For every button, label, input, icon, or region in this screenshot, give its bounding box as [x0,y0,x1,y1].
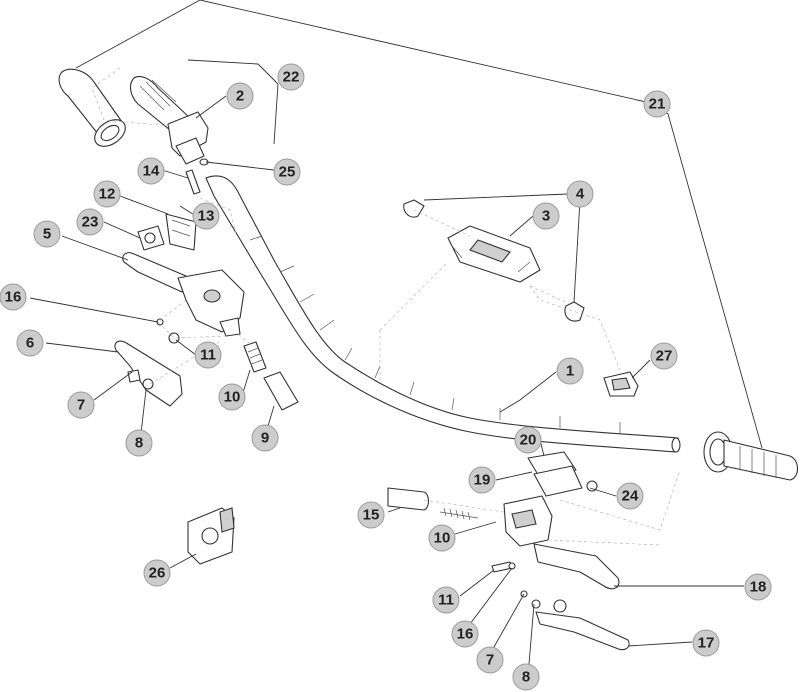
callout-27: 27 [650,342,678,370]
callout-10: 10 [218,383,246,411]
callout-16-right: 16 [451,620,479,648]
callout-17: 17 [692,629,720,657]
callout-label: 7 [77,397,85,414]
callout-label: 15 [363,507,380,524]
callout-label: 19 [474,472,491,489]
callout-label: 10 [224,389,241,406]
callout-8-lower: 8 [512,663,540,691]
handlebar-clamp [447,225,541,283]
left-grip [58,68,126,147]
callout-label: 8 [522,669,530,686]
cover-plate [187,507,235,565]
callout-label: 13 [198,208,215,225]
callout-label: 7 [486,652,494,669]
callout-label: 10 [434,530,451,547]
callout-25: 25 [273,158,301,186]
leader-lines [29,0,763,677]
callout-label: 22 [283,69,300,86]
callout-label: 3 [542,208,550,225]
callout-label: 9 [261,430,269,447]
small-hardware-left [156,158,299,411]
callout-label: 23 [82,214,99,231]
callout-7-lower: 7 [476,646,504,674]
callout-19: 19 [468,466,496,494]
left-lever-assembly [122,213,245,337]
callout-label: 24 [622,488,639,505]
clamp-clips [403,199,585,322]
callout-5: 5 [33,220,61,248]
callout-label: 16 [5,289,22,306]
callout-20: 20 [514,426,542,454]
clutch-lever [114,340,183,407]
callout-label: 18 [750,579,767,596]
callout-label: 25 [279,164,296,181]
callout-10-right: 10 [428,524,456,552]
lower-right-lever [491,561,630,651]
callout-2: 2 [226,82,254,110]
callout-label: 26 [149,565,166,582]
callout-1: 1 [556,357,584,385]
callout-9: 9 [251,424,279,452]
switch-block [603,371,639,397]
brake-master-cylinder [387,451,620,590]
callout-7: 7 [67,391,95,419]
callout-11-right: 11 [432,586,460,614]
callout-label: 17 [698,635,715,652]
callout-label: 5 [43,226,51,243]
assembly-guides [91,67,681,546]
callout-16: 16 [0,283,27,311]
callout-label: 2 [236,88,244,105]
callout-13: 13 [192,202,220,230]
callout-label: 21 [649,96,666,113]
callout-26: 26 [143,559,171,587]
throttle-grip [129,75,209,165]
callout-label: 1 [566,363,574,380]
callout-label: 27 [656,348,673,365]
callout-21: 21 [643,90,671,118]
callout-12: 12 [93,180,121,208]
callout-label: 6 [26,335,34,352]
callout-label: 11 [200,347,216,364]
callouts: 1 2 3 4 5 6 7 8 9 10 11 12 13 14 15 16 1… [0,63,772,691]
callout-label: 12 [99,186,116,203]
callout-15: 15 [357,501,385,529]
handlebar [205,175,681,453]
right-grip [703,431,799,481]
callout-label: 4 [576,186,585,203]
callout-label: 8 [135,435,143,452]
callout-3: 3 [532,202,560,230]
callout-8: 8 [125,429,153,457]
callout-label: 16 [457,626,474,643]
callout-22: 22 [277,63,305,91]
callout-23: 23 [76,208,104,236]
callout-18: 18 [744,573,772,601]
callout-6: 6 [16,329,44,357]
callout-4: 4 [566,180,594,208]
callout-label: 20 [520,432,537,449]
callout-label: 14 [143,163,160,180]
callout-24: 24 [616,482,644,510]
callout-11: 11 [194,341,222,369]
callout-label: 11 [438,592,454,609]
callout-14: 14 [137,157,165,185]
